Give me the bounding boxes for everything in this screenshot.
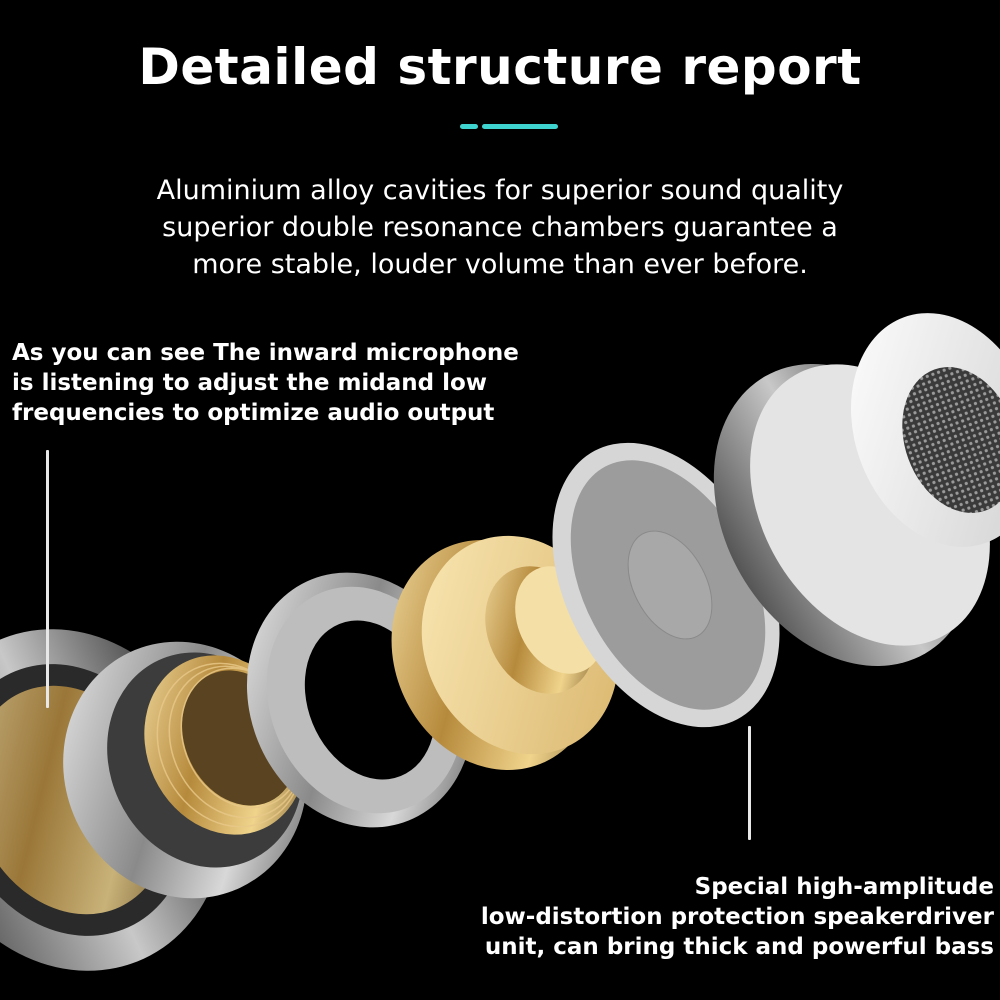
subtitle: Aluminium alloy cavities for superior so… xyxy=(100,172,900,283)
speaker-leader-line xyxy=(748,726,751,840)
annotation-line: is listening to adjust the midand low xyxy=(12,370,488,396)
subtitle-line: Aluminium alloy cavities for superior so… xyxy=(156,175,844,206)
subtitle-line: superior double resonance chambers guara… xyxy=(162,212,838,243)
ear-tip-mesh xyxy=(850,313,1000,547)
speaker-driver-annotation: Special high-amplitude low-distortion pr… xyxy=(481,872,994,962)
magnet xyxy=(391,535,619,770)
accent-bar-long xyxy=(482,124,558,129)
accent-bar-short xyxy=(460,124,478,129)
annotation-line: frequencies to optimize audio output xyxy=(12,400,495,426)
annotation-line: Special high-amplitude xyxy=(694,874,994,900)
subtitle-line: more stable, louder volume than ever bef… xyxy=(192,249,808,280)
annotation-line: low-distortion protection speakerdriver xyxy=(480,904,994,930)
microphone-annotation: As you can see The inward microphone is … xyxy=(12,338,519,428)
annotation-line: unit, can bring thick and powerful bass xyxy=(484,934,994,960)
page-title: Detailed structure report xyxy=(138,38,862,96)
annotation-line: As you can see The inward microphone xyxy=(12,340,519,366)
microphone-leader-line xyxy=(46,450,49,708)
